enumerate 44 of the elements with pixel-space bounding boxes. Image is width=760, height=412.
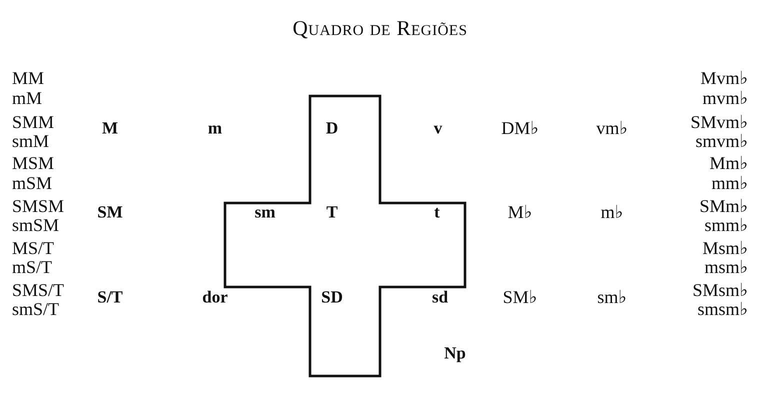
region-label: MSM bbox=[12, 154, 54, 172]
region-label: sm bbox=[254, 204, 276, 220]
region-label: mSM bbox=[12, 174, 52, 192]
region-label: smsm♭ bbox=[697, 300, 748, 318]
region-label: DM♭ bbox=[501, 119, 539, 137]
region-label: smvm♭ bbox=[696, 132, 748, 150]
region-label: SM♭ bbox=[502, 288, 538, 306]
region-label: SMM bbox=[12, 113, 54, 131]
region-label: sd bbox=[432, 288, 448, 306]
region-label: SMvm♭ bbox=[690, 113, 748, 131]
region-label: mm♭ bbox=[712, 174, 748, 192]
region-label: mvm♭ bbox=[702, 89, 748, 107]
region-label: mS/T bbox=[12, 258, 52, 276]
region-label: smSM bbox=[12, 216, 60, 234]
region-label: M bbox=[102, 120, 118, 136]
region-label: msm♭ bbox=[704, 258, 748, 276]
region-label: M♭ bbox=[508, 203, 532, 221]
region-label: smM bbox=[12, 132, 50, 150]
region-label: Mvm♭ bbox=[700, 69, 748, 87]
region-label: sm♭ bbox=[597, 288, 627, 306]
region-label: mM bbox=[12, 89, 42, 107]
region-label: S/T bbox=[97, 288, 123, 306]
region-label: SMsm♭ bbox=[692, 281, 748, 299]
region-label: MM bbox=[12, 69, 44, 87]
region-label: MS/T bbox=[12, 239, 54, 257]
region-label: t bbox=[434, 204, 440, 220]
region-label: Np bbox=[444, 344, 466, 362]
region-label: dor bbox=[202, 288, 228, 306]
region-label: SMSM bbox=[12, 197, 64, 215]
region-label: v bbox=[434, 120, 442, 136]
region-label: m♭ bbox=[600, 203, 624, 221]
region-label: vm♭ bbox=[596, 119, 628, 137]
region-label: Mm♭ bbox=[710, 154, 748, 172]
region-label: Msm♭ bbox=[702, 239, 748, 257]
region-label: T bbox=[326, 204, 338, 220]
region-label: SMm♭ bbox=[699, 197, 748, 215]
region-label: D bbox=[326, 120, 338, 136]
region-label: smm♭ bbox=[704, 216, 748, 234]
region-label: SMS/T bbox=[12, 281, 64, 299]
region-label: m bbox=[208, 120, 222, 136]
diagram-title: Quadro de Regiões bbox=[292, 16, 468, 41]
region-label: SD bbox=[321, 288, 343, 306]
region-label: smS/T bbox=[12, 300, 60, 318]
region-label: SM bbox=[97, 204, 123, 220]
